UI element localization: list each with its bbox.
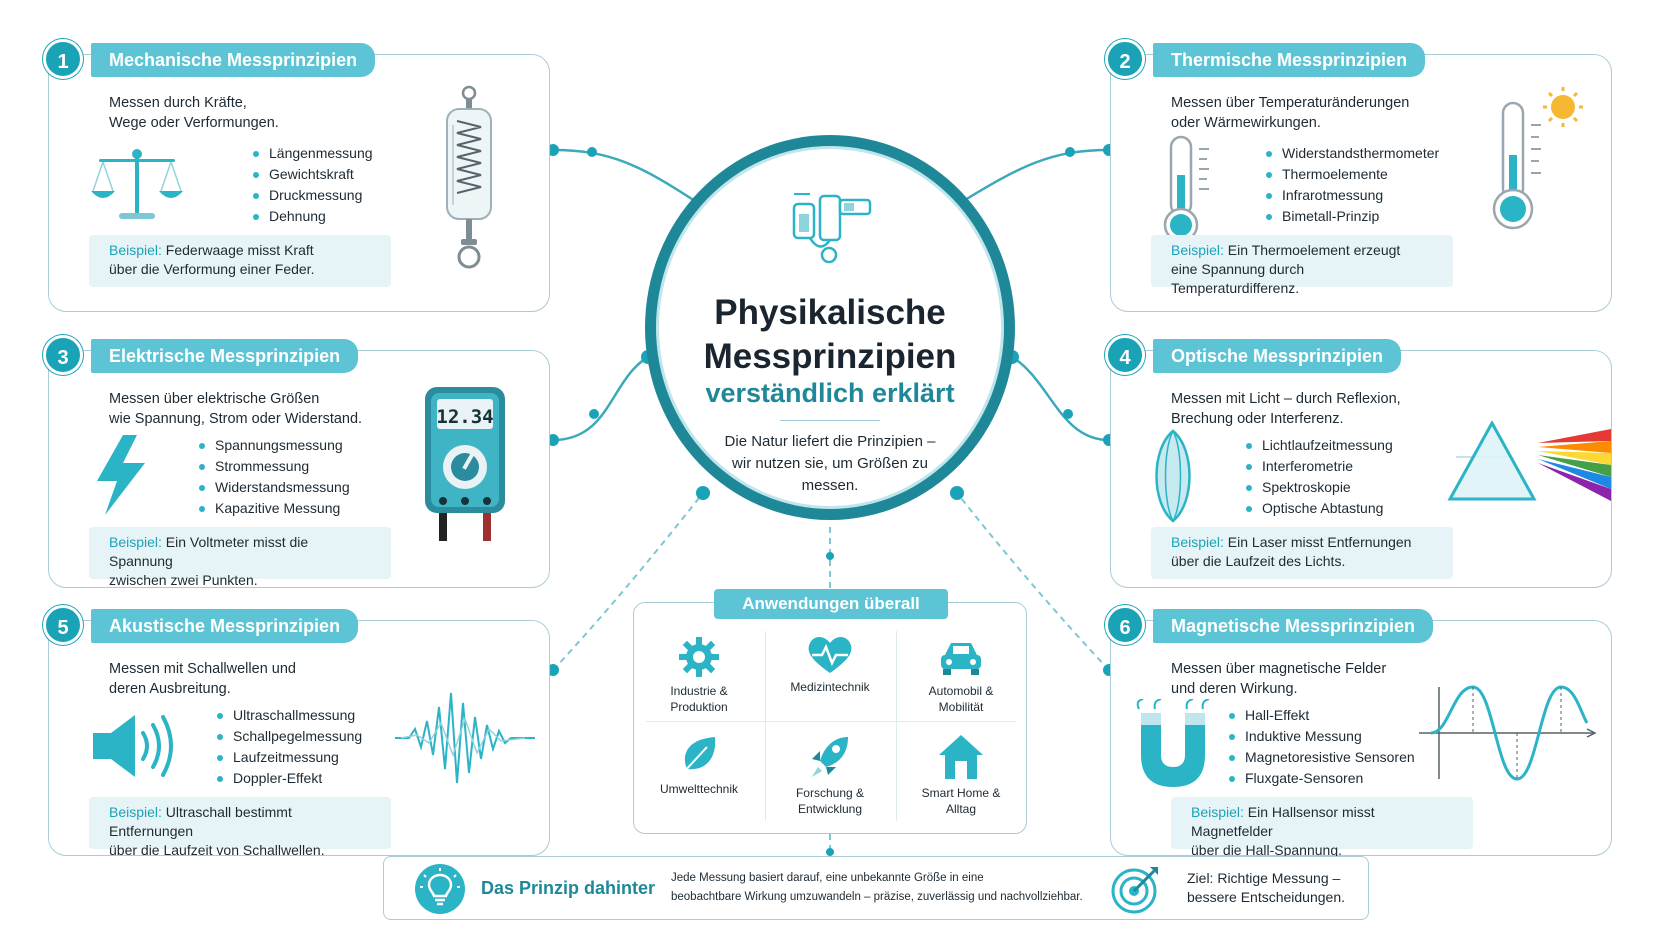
- card-title: Akustische Messprinzipien: [91, 609, 359, 643]
- list-item: Fluxgate-Sensoren: [1229, 768, 1415, 789]
- list-item: Spannungsmessung: [199, 435, 350, 456]
- card-description: Messen durch Kräfte,Wege oder Verformung…: [109, 95, 279, 131]
- thermometer-icon: [1163, 135, 1209, 243]
- card-magnetic: 6 Magnetische Messprinzipien Messen über…: [1105, 605, 1612, 858]
- divider: [765, 631, 766, 821]
- page-subtitle: verständlich erklärt: [705, 378, 955, 408]
- card-electrical: 3 Elektrische Messprinzipien Messen über…: [43, 335, 550, 588]
- list-item: Ultraschallmessung: [217, 705, 362, 726]
- list-item: Doppler-Effekt: [217, 768, 362, 789]
- list-item: Kapazitive Messung: [199, 498, 350, 519]
- lightbulb-icon: [415, 864, 465, 914]
- list-item: Schallpegelmessung: [217, 726, 362, 747]
- lightning-icon: [97, 435, 145, 515]
- list-item: Widerstandsthermometer: [1266, 143, 1439, 164]
- card-title: Elektrische Messprinzipien: [91, 339, 359, 373]
- card-number: 5: [43, 605, 83, 645]
- applications-title: Anwendungen überall: [714, 589, 948, 619]
- magnet-icon: [1136, 699, 1210, 787]
- list-item: Längenmessung: [253, 143, 373, 164]
- card-number: 2: [1105, 39, 1145, 79]
- thermometer-sun-icon: [1492, 87, 1583, 230]
- sine-wave-icon: [1419, 685, 1597, 781]
- footer-goal: Ziel: Richtige Messung –bessere Entschei…: [1187, 870, 1345, 905]
- list-item: Strommessung: [199, 456, 350, 477]
- application-item-smart-home: Smart Home &Alltag: [896, 733, 1026, 817]
- list-item: Gewichtskraft: [253, 164, 373, 185]
- spring-scale-icon: [446, 85, 492, 269]
- list-item: Laufzeitmessung: [217, 747, 362, 768]
- card-description: Messen mit Licht – durch Reflexion,Brech…: [1171, 391, 1401, 427]
- list-item: Spektroskopie: [1246, 477, 1393, 498]
- list-item: Optische Abtastung: [1246, 498, 1393, 519]
- list-item: Lichtlaufzeitmessung: [1246, 435, 1393, 456]
- balance-scale-icon: [91, 149, 183, 219]
- card-number: 6: [1105, 605, 1145, 645]
- example-box: Beispiel: Ultraschall bestimmt Entfernun…: [89, 797, 391, 858]
- list-item: Druckmessung: [253, 185, 373, 206]
- application-item-medical: Medizintechnik: [765, 635, 895, 695]
- list-item: Widerstandsmessung: [199, 477, 350, 498]
- multimeter-display: 12.34: [436, 406, 493, 428]
- house-icon: [939, 735, 983, 779]
- car-icon: [941, 643, 981, 675]
- list-item: Induktive Messung: [1229, 726, 1415, 747]
- rocket-icon: [812, 737, 848, 777]
- list-item: Infrarotmessung: [1266, 185, 1439, 206]
- example-box: Beispiel: Ein Voltmeter misst die Spannu…: [89, 527, 391, 588]
- prism-icon: [1447, 421, 1611, 501]
- speaker-icon: [93, 715, 173, 777]
- list-item: Interferometrie: [1246, 456, 1393, 477]
- card-number: 1: [43, 39, 83, 79]
- example-box: Beispiel: Ein Hallsensor misst Magnetfel…: [1171, 797, 1473, 858]
- divider: [896, 631, 897, 821]
- card-mechanical: 1 Mechanische Messprinzipien Messen durc…: [43, 39, 550, 312]
- footer-title: Das Prinzip dahinter: [481, 878, 656, 898]
- card-title: Magnetische Messprinzipien: [1153, 609, 1434, 643]
- center-description: Die Natur liefert die Prinzipien – wir n…: [724, 433, 936, 494]
- list-item: Hall-Effekt: [1229, 705, 1415, 726]
- footer-principle: Das Prinzip dahinter Jede Messung basier…: [383, 856, 1369, 920]
- multimeter-icon: 12.34: [425, 387, 505, 541]
- card-number: 4: [1105, 335, 1145, 375]
- card-optical: 4 Optische Messprinzipien Messen mit Lic…: [1105, 335, 1612, 588]
- list-item: Bimetall-Prinzip: [1266, 206, 1439, 227]
- card-thermal: 2 Thermische Messprinzipien Messen über …: [1105, 39, 1612, 312]
- application-item-environment: Umwelttechnik: [634, 733, 764, 797]
- application-item-automotive: Automobil &Mobilität: [896, 635, 1026, 715]
- application-item-research: Forschung &Entwicklung: [765, 733, 895, 817]
- divider: [646, 721, 1016, 722]
- leaf-icon: [682, 737, 716, 774]
- soundwave-icon: [395, 692, 535, 784]
- card-title: Optische Messprinzipien: [1153, 339, 1402, 373]
- card-acoustic: 5 Akustische Messprinzipien Messen mit S…: [43, 605, 550, 858]
- application-item-industry: Industrie &Produktion: [634, 635, 764, 715]
- measurement-device-icon: [792, 193, 872, 264]
- list-item: Dehnung: [253, 206, 373, 227]
- heart-pulse-icon: [808, 637, 852, 673]
- list-item: Thermoelemente: [1266, 164, 1439, 185]
- applications-box: Anwendungen überall Industrie &Produktio…: [633, 589, 1027, 834]
- card-title: Mechanische Messprinzipien: [91, 43, 376, 77]
- target-icon: [1111, 867, 1158, 914]
- card-number: 3: [43, 335, 83, 375]
- card-title: Thermische Messprinzipien: [1153, 43, 1426, 77]
- gear-icon: [679, 637, 719, 677]
- divider: [780, 420, 880, 421]
- footer-text: Jede Messung basiert darauf, eine unbeka…: [671, 872, 1083, 903]
- list-item: Magnetoresistive Sensoren: [1229, 747, 1415, 768]
- lens-icon: [1155, 429, 1191, 523]
